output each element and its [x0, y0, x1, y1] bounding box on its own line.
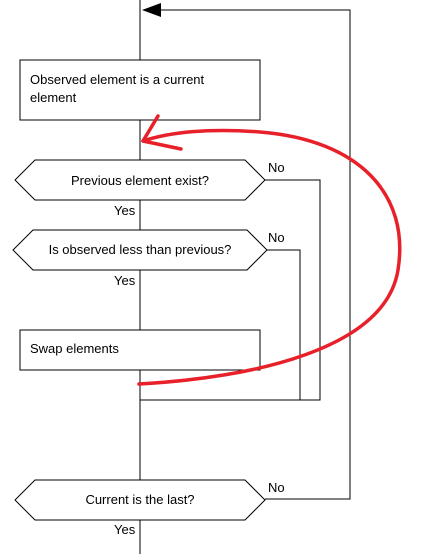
observed-less-label: Is observed less than previous? — [49, 242, 232, 257]
loop-back-arrowhead — [142, 3, 161, 17]
current-last-label: Current is the last? — [85, 492, 194, 507]
observed-less-no-label: No — [268, 230, 285, 245]
current-last-no-label: No — [268, 480, 285, 495]
previous-exist-no-label: No — [268, 160, 285, 175]
previous-exist-label: Previous element exist? — [71, 173, 209, 188]
observed-current-node: Observed element is a current element — [19, 59, 261, 121]
current-last-yes-label: Yes — [114, 522, 136, 537]
observed-current-label-line1: Observed element is a current — [30, 72, 205, 87]
swap-label: Swap elements — [30, 341, 119, 356]
observed-less-node: Is observed less than previous? — [12, 229, 268, 271]
observed-current-label-line2: element — [30, 90, 77, 105]
observed-less-yes-label: Yes — [114, 273, 136, 288]
annotation-arrow-curve — [137, 128, 402, 386]
previous-exist-no-connector — [140, 179, 321, 401]
previous-exist-node: Previous element exist? — [14, 159, 266, 201]
current-last-node: Current is the last? — [14, 479, 266, 521]
observed-less-no-connector — [265, 249, 301, 400]
loop-back-connector — [160, 9, 351, 500]
annotation-arrowhead — [141, 114, 183, 151]
swap-node: Swap elements — [19, 329, 261, 371]
previous-exist-yes-label: Yes — [114, 203, 136, 218]
